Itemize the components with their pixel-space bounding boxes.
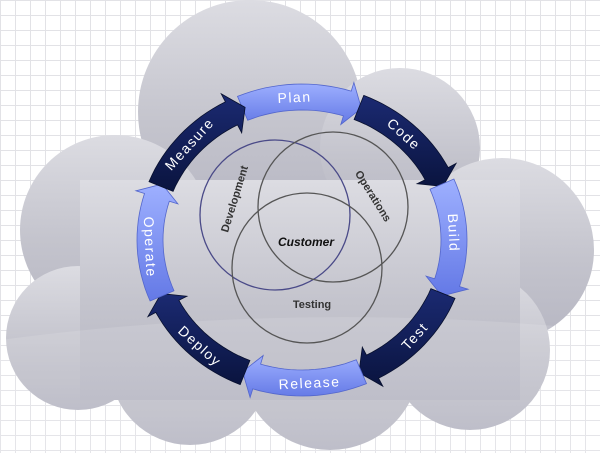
stage-label-plan: Plan [277, 88, 312, 106]
stage-arrow-release [242, 354, 368, 399]
stage-arrow-plan [236, 81, 362, 126]
stage-arrow-test [358, 288, 456, 388]
stage-arrow-operate [134, 183, 180, 302]
testing-label: Testing [293, 299, 331, 311]
stage-label-build: Build [445, 213, 463, 252]
cycle-ring: PlanCodeBuildTestReleaseDeployOperateMea… [134, 81, 470, 399]
stage-arrow-code [353, 94, 458, 187]
customer-label: Customer [278, 235, 335, 249]
stage-arrow-measure [148, 92, 246, 192]
stage-arrow-build [424, 178, 470, 297]
operations-circle [257, 131, 409, 283]
testing-circle [231, 192, 383, 344]
development-circle [199, 139, 351, 291]
stage-label-operate: Operate [141, 216, 160, 278]
stage-label-release: Release [278, 373, 341, 392]
stage-arrow-deploy [146, 293, 251, 386]
